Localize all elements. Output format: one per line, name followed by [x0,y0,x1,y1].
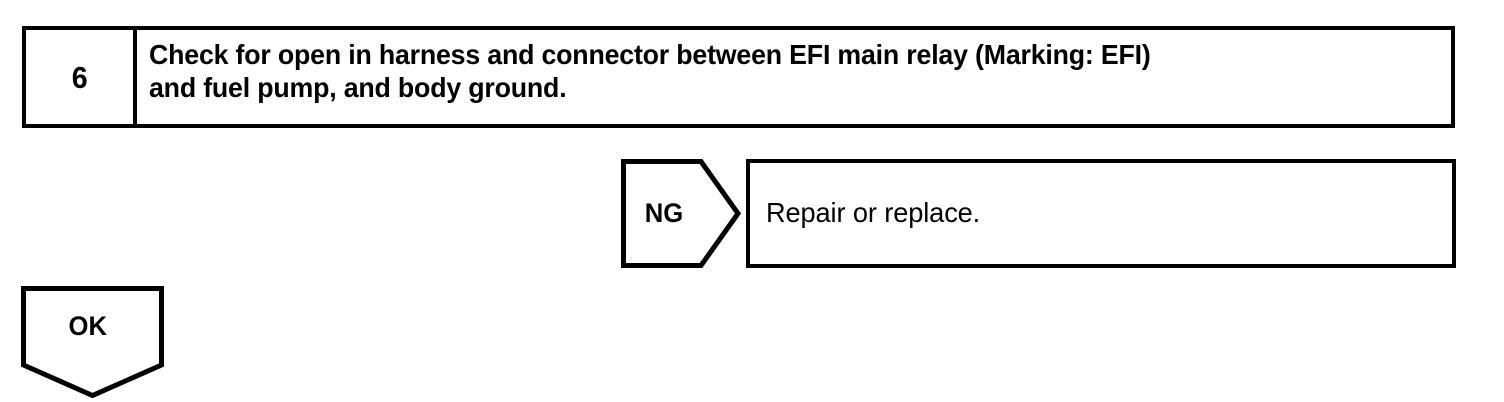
ok-branch-label: OK [68,310,107,341]
step-row: 6 Check for open in harness and connecto… [22,26,1455,128]
step-instruction-line-1: Check for open in harness and connector … [149,39,1151,70]
step-number-cell: 6 [26,30,137,124]
ng-result-box: Repair or replace. [746,159,1456,268]
ok-arrow-icon [21,286,164,398]
ng-branch-label: NG [644,198,684,228]
ng-result-text: Repair or replace. [766,197,981,229]
step-number: 6 [71,59,88,95]
ng-arrow-icon [621,159,741,268]
step-instruction-cell: Check for open in harness and connector … [137,30,1451,124]
step-instruction-line-2: and fuel pump, and body ground. [149,72,567,103]
